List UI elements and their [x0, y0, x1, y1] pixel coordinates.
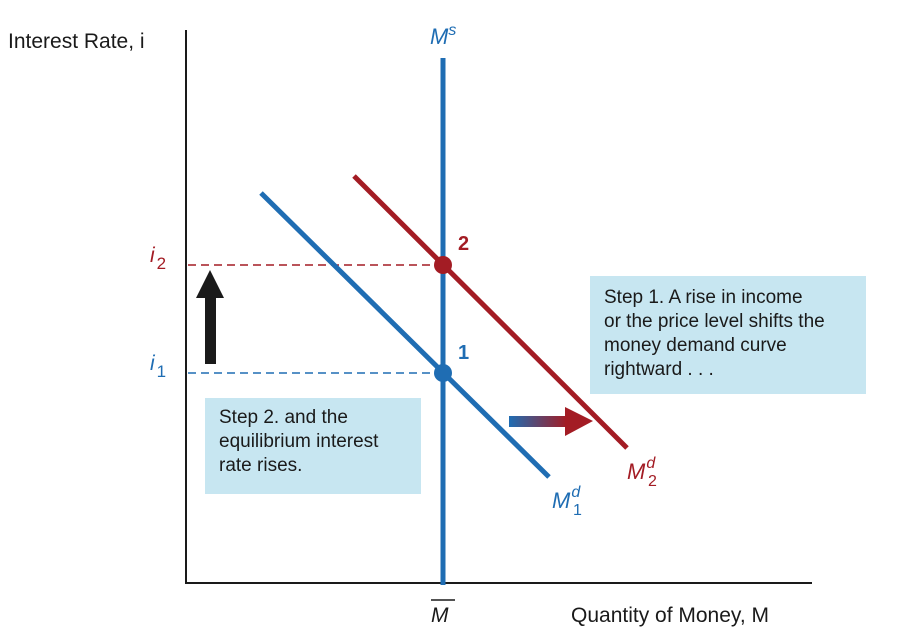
- y-axis-label: Interest Rate, i: [8, 30, 145, 53]
- step1-line: Step 1. A rise in income: [604, 287, 803, 308]
- money-supply-label: Ms: [430, 22, 456, 49]
- point-1-label: 1: [458, 342, 469, 364]
- money-demand-curve-2: [352, 174, 629, 450]
- money-demand-2-subscript: 2: [648, 473, 657, 490]
- step2-line: rate rises.: [219, 455, 303, 476]
- money-demand-1-subscript: 1: [573, 502, 582, 519]
- point-2-label: 2: [458, 233, 469, 255]
- step1-line: or the price level shifts the: [604, 311, 825, 332]
- x-axis-label: Quantity of Money, M: [571, 604, 769, 627]
- rate-rise-arrow-icon: [196, 270, 224, 364]
- demand-shift-arrow-icon: [509, 407, 593, 436]
- money-demand-curve-1: [259, 191, 551, 479]
- equilibrium-point-2: [434, 256, 452, 274]
- money-demand-2-label: Md: [627, 455, 656, 484]
- equilibrium-point-1: [434, 364, 452, 382]
- step1-line: rightward . . .: [604, 359, 714, 380]
- money-demand-1-label: Md: [552, 484, 581, 513]
- step2-line: equilibrium interest: [219, 431, 379, 452]
- step2-line: Step 2. and the: [219, 407, 348, 428]
- m-bar-label: M: [431, 604, 449, 627]
- step1-callout: Step 1. A rise in income or the price le…: [590, 276, 866, 394]
- step1-line: money demand curve: [604, 335, 787, 356]
- step2-callout: Step 2. and the equilibrium interest rat…: [205, 398, 421, 494]
